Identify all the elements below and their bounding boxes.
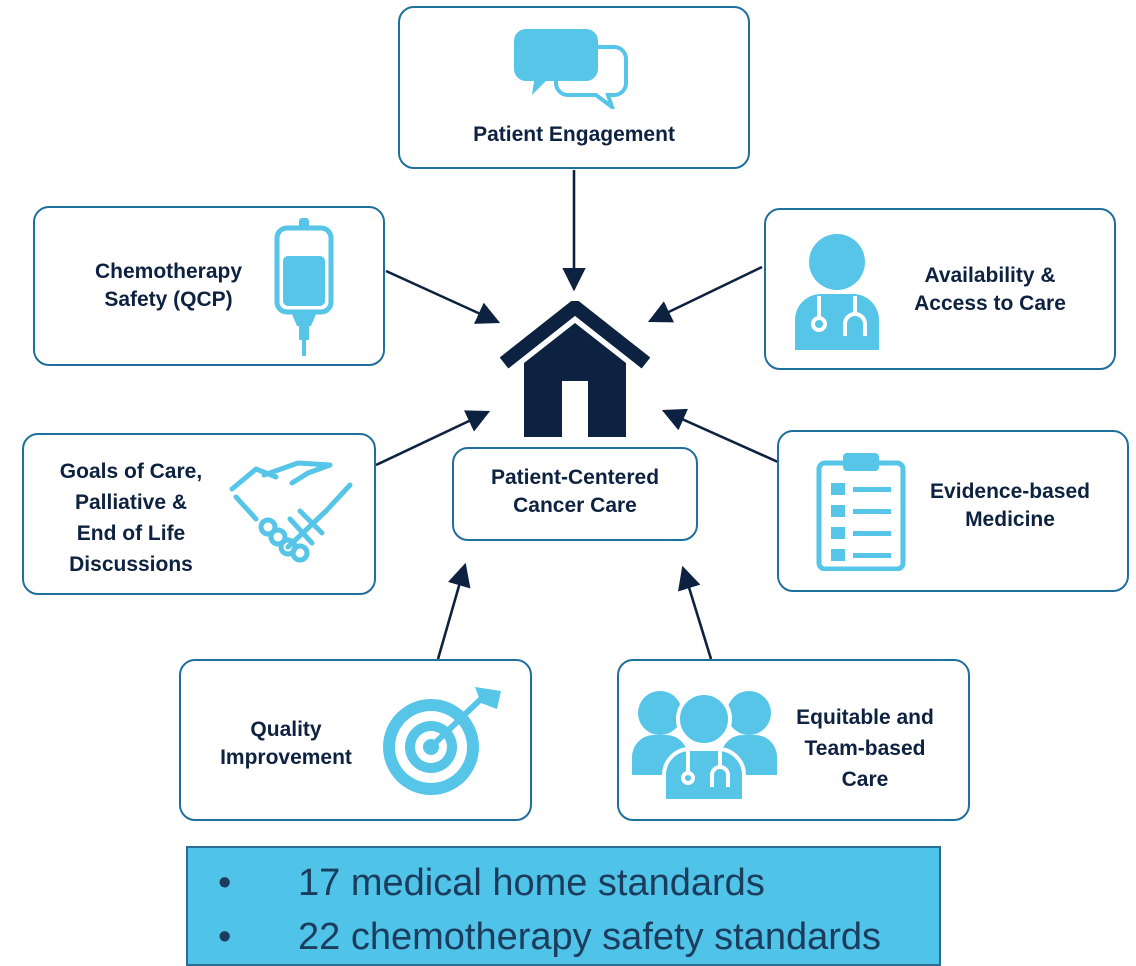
center-label: Patient-Centered Cancer Care xyxy=(490,466,660,517)
node-goals-of-care xyxy=(22,433,376,595)
arrow-goals-of-care xyxy=(375,410,491,467)
target-icon xyxy=(383,687,501,795)
node-label-goals-of-care: Goals of Care, Palliative & End of Life … xyxy=(59,460,203,576)
bullet-dot: • xyxy=(218,916,232,958)
node-label-patient-engagement: Patient Engagement xyxy=(473,123,675,146)
clipboard-checklist-icon xyxy=(816,453,906,571)
center-node xyxy=(452,447,698,541)
node-label-chemotherapy-safety: Chemotherapy Safety (QCP) xyxy=(94,260,243,311)
doctor-icon xyxy=(795,234,879,350)
iv-bag-icon xyxy=(274,218,334,356)
node-label-evidence-based: Evidence-based Medicine xyxy=(930,480,1090,531)
bullet-dot: • xyxy=(218,862,232,904)
summary-panel: • 17 medical home standards • 22 chemoth… xyxy=(186,846,941,966)
arrow-equitable-team xyxy=(678,565,713,660)
team-icon xyxy=(632,691,777,801)
node-label-quality-improvement: Quality Improvement xyxy=(220,718,352,769)
house-icon xyxy=(500,301,650,437)
node-label-equitable-team: Equitable and Team-based Care xyxy=(796,706,934,791)
summary-item-text: 17 medical home standards xyxy=(298,862,765,904)
handshake-icon xyxy=(229,460,353,563)
arrow-evidence-based xyxy=(661,408,779,464)
summary-item-text: 22 chemotherapy safety standards xyxy=(298,916,882,958)
arrow-availability-access xyxy=(647,265,763,323)
chat-bubbles-icon xyxy=(514,29,628,109)
node-label-availability-access: Availability & Access to Care xyxy=(914,264,1066,315)
arrow-quality-improvement xyxy=(436,562,471,660)
arrow-chemotherapy-safety xyxy=(385,269,501,324)
